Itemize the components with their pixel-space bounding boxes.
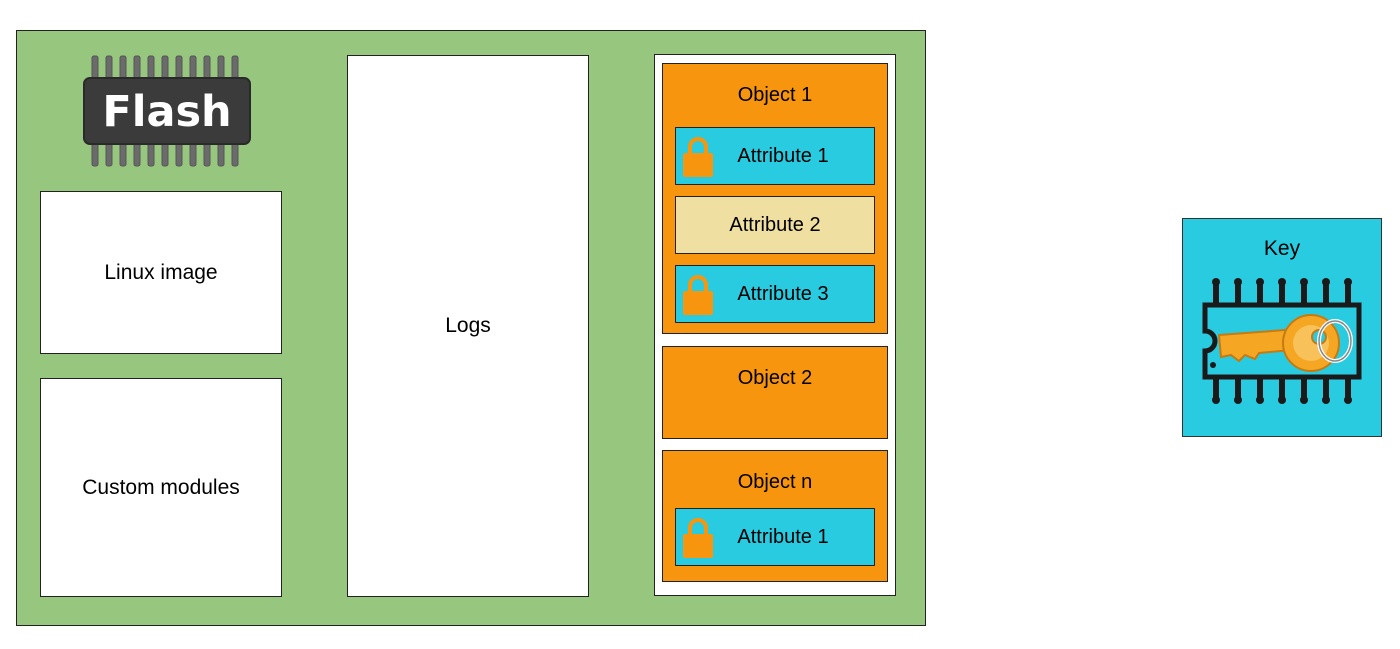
custom-modules-label: Custom modules bbox=[82, 475, 240, 499]
key-label: Key bbox=[1263, 237, 1301, 260]
object-2-title: Object 2 bbox=[737, 367, 813, 389]
flash-label: Flash bbox=[102, 87, 232, 137]
object-2: Object 2 bbox=[662, 346, 888, 439]
logs-partition: Logs bbox=[347, 55, 589, 597]
key-chip-icon bbox=[1202, 278, 1362, 404]
padlock-icon bbox=[683, 518, 713, 558]
attribute-label: Attribute 2 bbox=[729, 213, 821, 236]
key-storage: Key bbox=[1182, 218, 1382, 437]
object-n-attribute-1: Attribute 1 bbox=[675, 508, 875, 566]
padlock-icon bbox=[683, 137, 713, 177]
attribute-label: Attribute 1 bbox=[737, 525, 829, 548]
object-1-attribute-2: Attribute 2 bbox=[675, 196, 875, 254]
object-1-title: Object 1 bbox=[737, 84, 813, 106]
linux-image-partition: Linux image bbox=[40, 191, 282, 354]
attribute-label: Attribute 1 bbox=[737, 144, 829, 167]
logs-label: Logs bbox=[445, 314, 491, 337]
object-1-attribute-1: Attribute 1 bbox=[675, 127, 875, 185]
padlock-icon bbox=[683, 275, 713, 315]
object-n-title: Object n bbox=[737, 471, 813, 493]
linux-image-label: Linux image bbox=[104, 260, 218, 284]
custom-modules-partition: Custom modules bbox=[40, 378, 282, 597]
attribute-label: Attribute 3 bbox=[737, 282, 829, 305]
flash-chip-icon bbox=[83, 55, 251, 167]
object-1-attribute-3: Attribute 3 bbox=[675, 265, 875, 323]
